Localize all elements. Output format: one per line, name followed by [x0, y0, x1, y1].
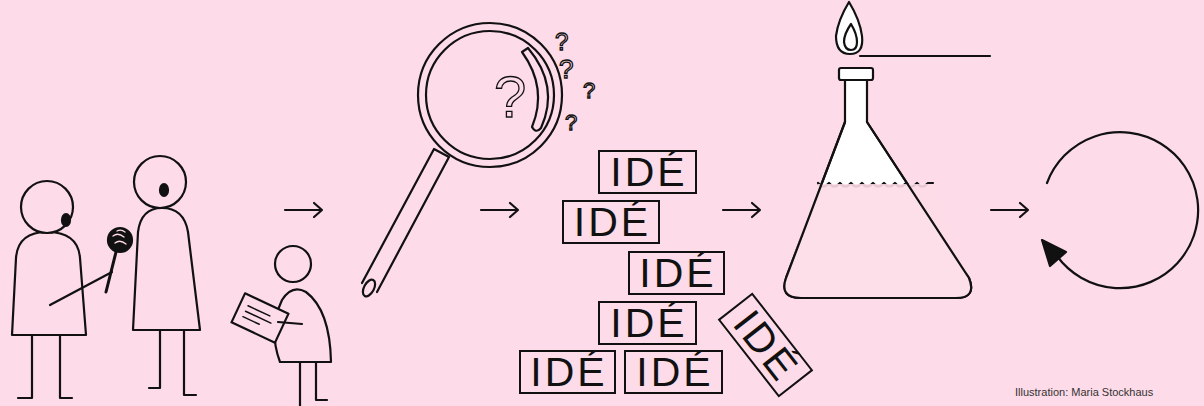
legs [149, 330, 196, 395]
step-arrow [991, 203, 1028, 217]
arm [278, 322, 302, 324]
idea-box: IDÉ [628, 251, 725, 295]
match-flame [836, 2, 990, 56]
question-mark: ? [565, 112, 577, 134]
lens-rim [418, 23, 562, 167]
idea-box: IDÉ [718, 292, 814, 397]
idea-box: IDÉ [519, 350, 616, 394]
idea-box: IDÉ [562, 200, 660, 244]
body [133, 208, 200, 330]
idea-word: IDÉ [607, 301, 687, 345]
handle [362, 149, 449, 292]
clipboard [231, 293, 288, 342]
idea-word: IDÉ [633, 350, 713, 394]
flame-outer [836, 2, 862, 54]
match-stick [860, 55, 990, 57]
body [12, 232, 86, 335]
step-arrow [285, 203, 322, 217]
note-taker-figure [231, 246, 331, 406]
illustration-credit: Illustration: Maria Stockhaus [1015, 387, 1153, 398]
magnifying-glass [360, 23, 562, 298]
clipboard-lines [243, 306, 273, 329]
flask [784, 68, 971, 298]
head [275, 246, 311, 282]
head [21, 181, 73, 233]
head [134, 156, 186, 208]
question-mark: ? [555, 30, 568, 54]
idea-word: IDÉ [607, 150, 687, 194]
liquid-fill [784, 184, 971, 298]
idea-box: IDÉ [624, 350, 723, 394]
idea-word: IDÉ [571, 200, 651, 244]
question-mark: ? [559, 56, 573, 82]
microphone-handle [106, 252, 116, 292]
cycle-arrowhead [1042, 240, 1066, 266]
legs [18, 335, 72, 398]
lens-inner [426, 31, 554, 159]
microphone-head [108, 228, 132, 252]
idea-box: IDÉ [598, 301, 697, 345]
legs [300, 362, 327, 406]
microphone-grille [113, 230, 126, 244]
step-arrow [723, 203, 760, 217]
clipboard-board [231, 293, 288, 342]
interviewer-figure [12, 181, 132, 398]
idea-word: IDÉ [723, 300, 807, 390]
mouth [62, 214, 70, 226]
cycle-arc [1047, 132, 1198, 288]
flask-rim [839, 68, 873, 80]
idea-word: IDÉ [636, 251, 716, 295]
cycle-arrow [1042, 132, 1198, 288]
interviewee-figure [133, 156, 200, 395]
question-mark: ? [494, 68, 526, 126]
idea-word: IDÉ [527, 350, 607, 394]
flask-outline [784, 122, 971, 298]
idea-box: IDÉ [598, 150, 697, 194]
mouth [160, 184, 168, 196]
arm [50, 272, 112, 305]
question-mark: ? [583, 80, 595, 102]
handle-end [360, 278, 377, 299]
flask-body [784, 80, 971, 298]
step-arrow [481, 203, 518, 217]
flame-inner [844, 24, 857, 50]
